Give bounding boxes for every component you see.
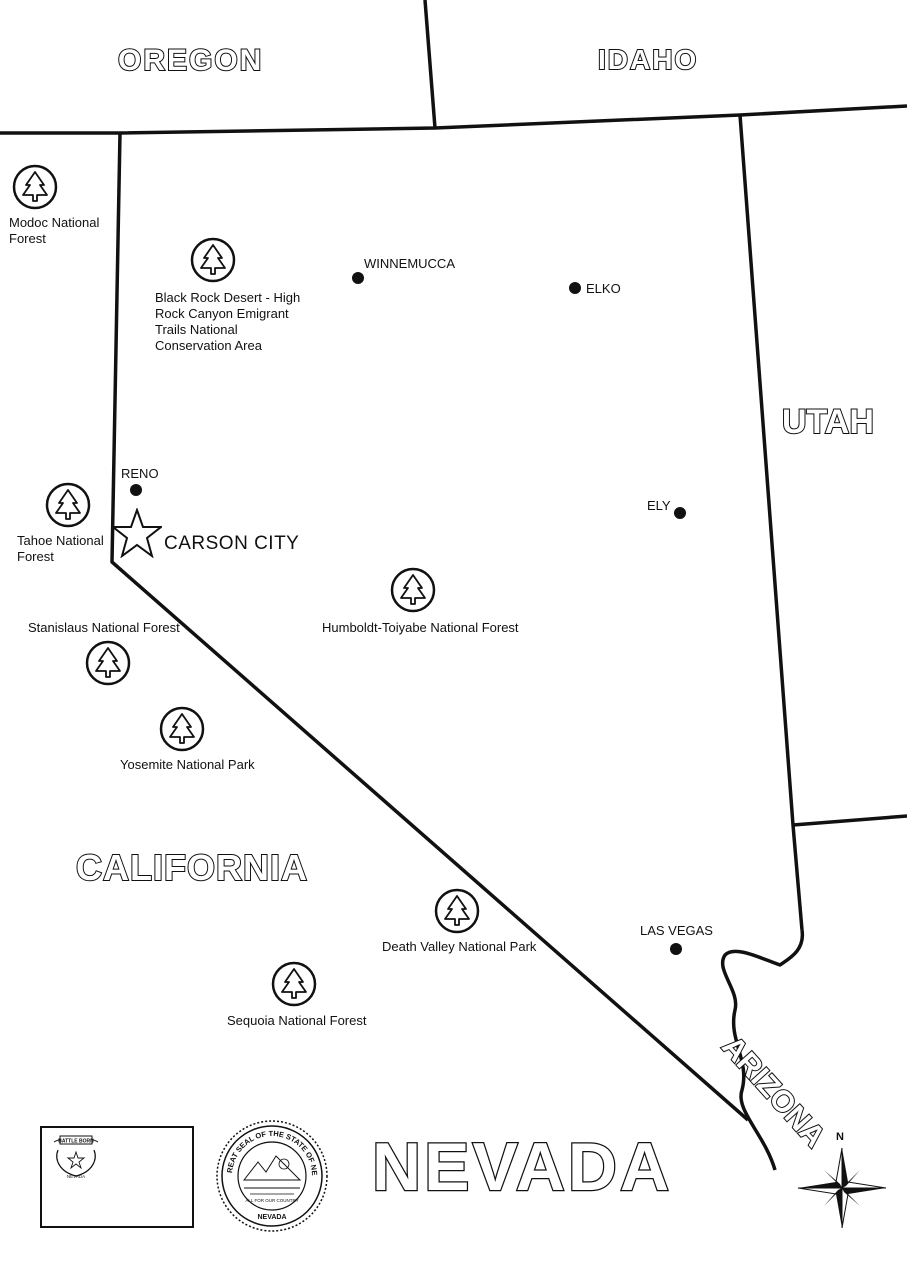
state-label-utah: UTAH bbox=[781, 402, 875, 442]
city-dot-reno bbox=[130, 484, 142, 496]
park-label-death-valley: Death Valley National Park bbox=[382, 939, 537, 954]
state-seal-icon: THE GREAT SEAL OF THE STATE OF NEVADA AL… bbox=[214, 1118, 328, 1232]
flag-state-name: NEVADA bbox=[67, 1174, 85, 1179]
nevada-california-border bbox=[110, 132, 750, 1122]
city-dot-elko bbox=[569, 282, 581, 294]
tree-icon bbox=[271, 961, 317, 1007]
state-flag: BATTLE BORN NEVADA bbox=[40, 1126, 194, 1228]
city-label-las-vegas: LAS VEGAS bbox=[640, 923, 713, 938]
tree-icon bbox=[434, 888, 480, 934]
state-label-california: CALIFORNIA bbox=[75, 846, 308, 889]
park-label-black-rock: Black Rock Desert - High Rock Canyon Emi… bbox=[155, 290, 301, 353]
nevada-utah-border bbox=[738, 114, 804, 931]
tree-icon bbox=[190, 237, 236, 283]
park-label-sequoia: Sequoia National Forest bbox=[227, 1013, 367, 1028]
capital-label: CARSON CITY bbox=[164, 533, 300, 554]
park-label-humboldt-toiyabe: Humboldt-Toiyabe National Forest bbox=[322, 620, 519, 635]
tree-icon bbox=[45, 482, 91, 528]
city-label-reno: RENO bbox=[121, 466, 159, 481]
state-label-oregon: OREGON bbox=[117, 43, 264, 78]
seal-motto: ALL FOR OUR COUNTRY bbox=[245, 1198, 298, 1203]
tree-icon bbox=[12, 164, 58, 210]
park-label-tahoe: Tahoe National Forest bbox=[17, 533, 104, 564]
state-flag-icon: BATTLE BORN NEVADA bbox=[53, 1135, 99, 1179]
compass-rose-icon bbox=[797, 1147, 887, 1229]
tree-icon bbox=[390, 567, 436, 613]
oregon-idaho-nevada-border bbox=[0, 104, 907, 135]
park-label-stanislaus: Stanislaus National Forest bbox=[28, 620, 180, 635]
colorado-river-border bbox=[721, 929, 805, 1171]
map-title: NEVADA bbox=[371, 1128, 673, 1207]
city-label-elko: ELKO bbox=[586, 281, 621, 296]
tree-icon bbox=[159, 706, 205, 752]
park-label-modoc: Modoc National Forest bbox=[9, 215, 100, 246]
tree-icon bbox=[85, 640, 131, 686]
city-dot-winnemucca bbox=[352, 272, 364, 284]
seal-name: NEVADA bbox=[257, 1214, 286, 1221]
city-label-winnemucca: WINNEMUCCA bbox=[364, 256, 455, 271]
city-dot-las-vegas bbox=[670, 943, 682, 955]
state-label-idaho: IDAHO bbox=[597, 43, 699, 76]
flag-emblem-text: BATTLE BORN bbox=[58, 1139, 94, 1145]
compass-north-label: N bbox=[836, 1131, 844, 1143]
oregon-idaho-border bbox=[423, 0, 437, 129]
star-icon bbox=[112, 508, 162, 558]
city-dot-ely bbox=[674, 507, 686, 519]
utah-arizona-border bbox=[792, 814, 907, 827]
city-label-ely: ELY bbox=[647, 498, 671, 513]
park-label-yosemite: Yosemite National Park bbox=[120, 757, 255, 772]
